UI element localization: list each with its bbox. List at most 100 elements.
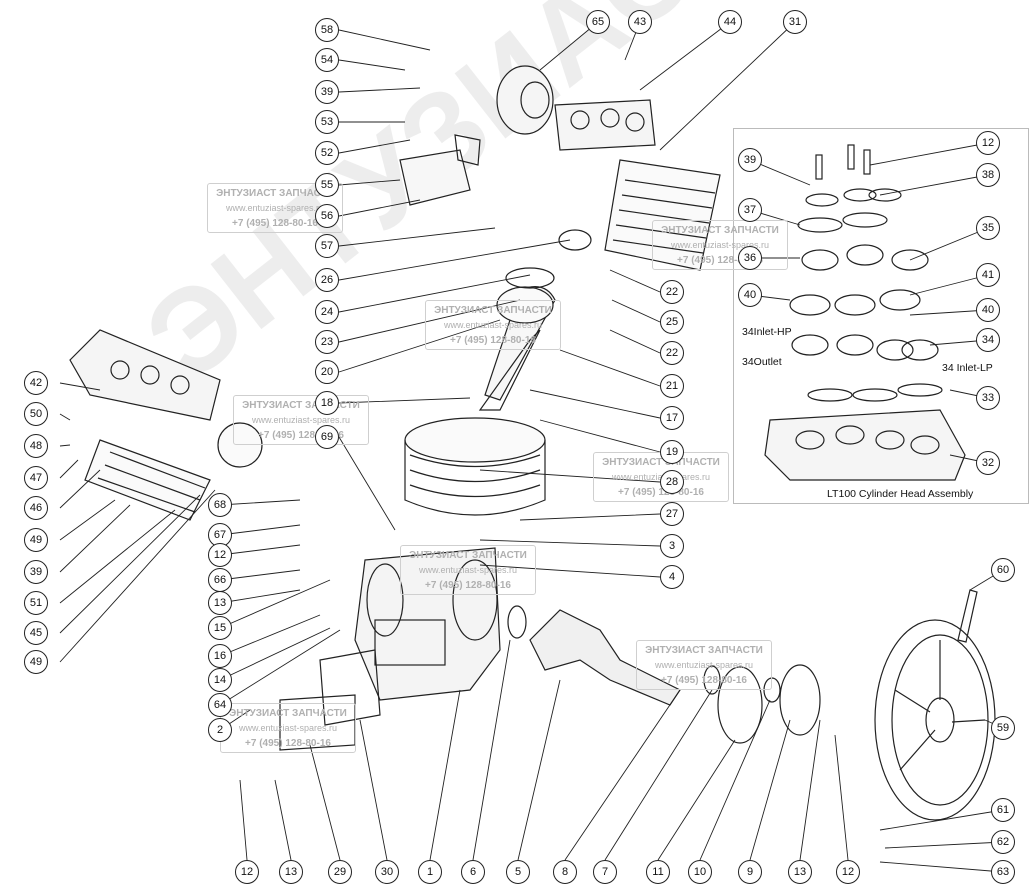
callout: 62: [991, 830, 1015, 854]
callout: 39: [738, 148, 762, 172]
crankcase-part: [354, 547, 501, 701]
callout: 12: [976, 131, 1000, 155]
callout: 35: [976, 216, 1000, 240]
watermark-title: ЭНТУЗИАСТ ЗАПЧАСТИ: [645, 645, 763, 656]
watermark-box: ЭНТУЗИАСТ ЗАПЧАСТИ www.entuziast-spares.…: [400, 545, 536, 595]
watermark-phone: +7 (495) 128-80-16: [258, 430, 344, 441]
piston-rod-part: [478, 229, 592, 411]
callout: 56: [315, 204, 339, 228]
watermark-site: www.entuziast-spares.ru: [238, 723, 338, 733]
callout: 50: [24, 402, 48, 426]
watermark-phone: +7 (495) 128-80-16: [425, 580, 511, 591]
callout: 49: [24, 650, 48, 674]
watermark-title: ЭНТУЗИАСТ ЗАПЧАСТИ: [602, 457, 720, 468]
inset-head-drawing: [764, 144, 966, 481]
callout: 2: [208, 718, 232, 742]
callout: 33: [976, 386, 1000, 410]
callout: 44: [718, 10, 742, 34]
inset-caption: LT100 Cylinder Head Assembly: [827, 488, 974, 500]
watermark-site: www.entuziast-spares.ru: [225, 203, 325, 213]
callout: 22: [660, 341, 684, 365]
callout: 17: [660, 406, 684, 430]
callout: 49: [24, 528, 48, 552]
callout: 61: [991, 798, 1015, 822]
callout: 30: [375, 860, 399, 884]
callout: 12: [208, 543, 232, 567]
flywheel-part: [874, 619, 996, 821]
callout: 18: [315, 391, 339, 415]
bearing-part: [507, 605, 527, 639]
callout: 47: [24, 466, 48, 490]
callout: 1: [418, 860, 442, 884]
callout: 36: [738, 246, 762, 270]
callout: 7: [593, 860, 617, 884]
watermark-title: ЭНТУЗИАСТ ЗАПЧАСТИ: [661, 225, 779, 236]
callout: 32: [976, 451, 1000, 475]
watermark-site: www.entuziast-spares.ru: [443, 320, 543, 330]
gasket-set-part: [717, 664, 821, 744]
watermark-phone: +7 (495) 128-80-16: [677, 255, 763, 266]
callout: 42: [24, 371, 48, 395]
air-filter-part: [496, 65, 554, 135]
callout: 51: [24, 591, 48, 615]
watermark-title: ЭНТУЗИАСТ ЗАПЧАСТИ: [216, 188, 334, 199]
callout: 40: [976, 298, 1000, 322]
left-cylinder-part: [84, 439, 211, 521]
watermark-title: ЭНТУЗИАСТ ЗАПЧАСТИ: [409, 550, 527, 561]
callout: 21: [660, 374, 684, 398]
callout: 64: [208, 693, 232, 717]
callout: 8: [553, 860, 577, 884]
callout: 45: [24, 621, 48, 645]
callout: 41: [976, 263, 1000, 287]
inset-label-inlet-lp: 34 Inlet-LP: [942, 362, 993, 374]
callout: 53: [315, 110, 339, 134]
callout: 58: [315, 18, 339, 42]
callout: 43: [628, 10, 652, 34]
callout: 12: [235, 860, 259, 884]
inset-label-inlet-hp: 34Inlet-HP: [742, 326, 792, 338]
callout: 13: [279, 860, 303, 884]
watermark-site: www.entuziast-spares.ru: [670, 240, 770, 250]
bearing-7-part: [703, 665, 721, 695]
cylinder-head-inset: [733, 128, 1029, 504]
callout: 38: [976, 163, 1000, 187]
callout: 69: [315, 425, 339, 449]
watermark-phone: +7 (495) 128-80-16: [618, 487, 704, 498]
callout: 13: [208, 591, 232, 615]
callout: 39: [315, 80, 339, 104]
watermark-phone: +7 (495) 128-80-16: [232, 218, 318, 229]
callout: 24: [315, 300, 339, 324]
callout: 23: [315, 330, 339, 354]
callout: 4: [660, 565, 684, 589]
watermark-site: www.entuziast-spares.ru: [418, 565, 518, 575]
left-head-part: [69, 329, 221, 421]
callout: 57: [315, 234, 339, 258]
watermark-site: www.entuziast-spares.ru: [654, 660, 754, 670]
callout: 25: [660, 310, 684, 334]
callout: 15: [208, 616, 232, 640]
watermark-site: www.entuziast-spares.ru: [251, 415, 351, 425]
watermark-box: ЭНТУЗИАСТ ЗАПЧАСТИ www.entuziast-spares.…: [425, 300, 561, 350]
callout: 55: [315, 173, 339, 197]
callout: 27: [660, 502, 684, 526]
callout: 54: [315, 48, 339, 72]
callout: 63: [991, 860, 1015, 884]
callout: 48: [24, 434, 48, 458]
upper-cylinder-part: [604, 159, 721, 271]
watermark-title: ЭНТУЗИАСТ ЗАПЧАСТИ: [229, 708, 347, 719]
callout: 28: [660, 470, 684, 494]
callout: 40: [738, 283, 762, 307]
callout: 5: [506, 860, 530, 884]
callout: 16: [208, 644, 232, 668]
tank-part: [217, 422, 263, 468]
callout: 3: [660, 534, 684, 558]
callout: 9: [738, 860, 762, 884]
inset-label-outlet: 34Outlet: [742, 356, 782, 368]
watermark-box: ЭНТУЗИАСТ ЗАПЧАСТИ www.entuziast-spares.…: [207, 183, 343, 233]
cylinder-block-part: [404, 417, 546, 516]
watermark-box: ЭНТУЗИАСТ ЗАПЧАСТИ www.entuziast-spares.…: [652, 220, 788, 270]
watermark-title: ЭНТУЗИАСТ ЗАПЧАСТИ: [242, 400, 360, 411]
callout: 12: [836, 860, 860, 884]
